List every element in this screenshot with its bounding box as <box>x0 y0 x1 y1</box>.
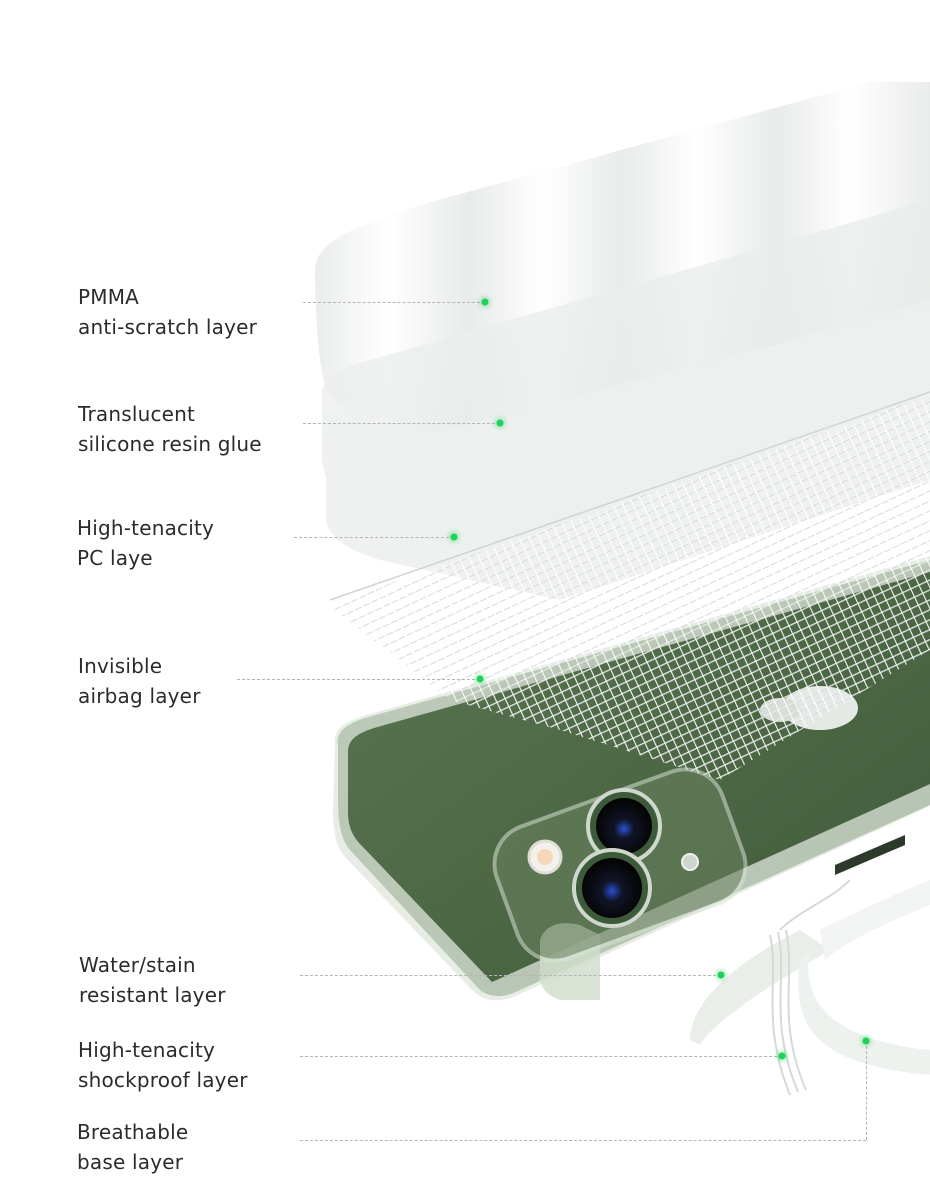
label-pmma-anti-scratch-layer: PMMA anti-scratch layer <box>78 282 257 342</box>
label-line: High-tenacity <box>78 1038 216 1062</box>
marker-dot-airbag <box>476 675 484 683</box>
label-invisible-airbag-layer: Invisible airbag layer <box>78 651 201 711</box>
label-line: airbag layer <box>78 684 201 708</box>
label-line: shockproof layer <box>78 1068 248 1092</box>
label-water-stain-resistant-layer: Water/stain resistant layer <box>79 950 226 1010</box>
label-line: base layer <box>77 1150 184 1174</box>
label-line: silicone resin glue <box>78 432 262 456</box>
leader-line-airbag <box>237 679 480 680</box>
marker-dot-pmma <box>481 298 489 306</box>
leader-line-glue <box>303 423 500 424</box>
marker-dot-water <box>717 971 725 979</box>
leader-line-pmma <box>303 302 485 303</box>
label-high-tenacity-pc-layer: High-tenacity PC laye <box>77 513 214 573</box>
label-line: anti-scratch layer <box>78 315 258 339</box>
label-translucent-silicone-resin-glue: Translucent silicone resin glue <box>78 399 262 459</box>
leader-line-pc <box>294 537 454 538</box>
marker-dot-glue <box>496 419 504 427</box>
label-line: PC laye <box>77 546 153 570</box>
label-high-tenacity-shockproof-layer: High-tenacity shockproof layer <box>78 1035 248 1095</box>
label-line: Water/stain <box>79 953 196 977</box>
label-line: High-tenacity <box>77 516 215 540</box>
leader-line-water <box>300 975 721 976</box>
marker-dot-pc <box>450 533 458 541</box>
label-line: resistant layer <box>79 983 226 1007</box>
marker-dot-shockproof <box>778 1052 786 1060</box>
leader-line-shockproof <box>300 1056 782 1057</box>
leader-line-base-vertical <box>866 1041 867 1140</box>
marker-dot-base <box>862 1037 870 1045</box>
label-line: PMMA <box>78 285 140 309</box>
label-line: Translucent <box>78 402 196 426</box>
label-breathable-base-layer: Breathable base layer <box>77 1117 188 1177</box>
label-line: Breathable <box>77 1120 189 1144</box>
leader-line-base <box>300 1140 866 1141</box>
label-line: Invisible <box>78 654 163 678</box>
